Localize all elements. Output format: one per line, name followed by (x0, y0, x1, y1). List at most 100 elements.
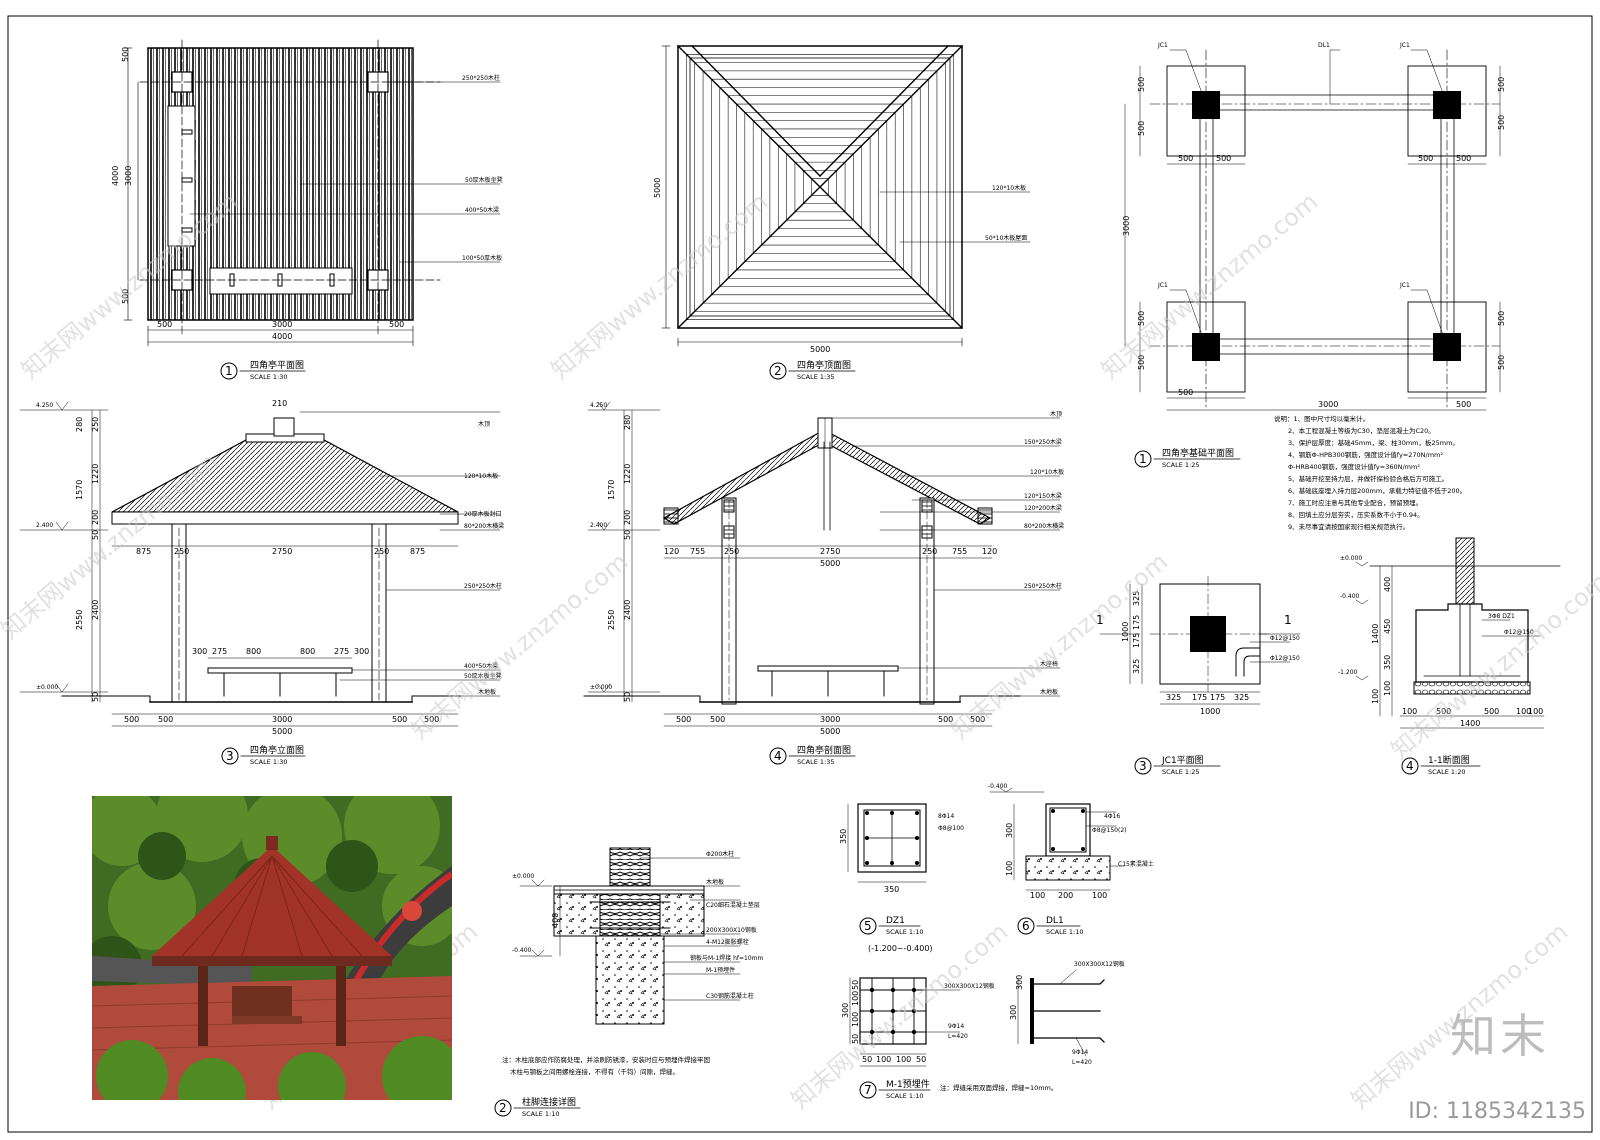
elev-dim-3: 1570 (75, 480, 84, 500)
plan-title: 四角亭平面图 (250, 359, 304, 371)
fnd-dim-8: 500 (1497, 355, 1506, 370)
foundation-plan-drawing: JC1 DL1 JC1 JC1 JC1 500 500 500 500 3000… (1122, 42, 1506, 469)
fnd-dim-4: 3000 (1122, 216, 1131, 236)
image-id-label: ID: 1185342135 (1408, 1099, 1586, 1124)
plan-callout-2: 400*50木梁 (465, 206, 499, 214)
m1-dim-6: 100 (876, 1055, 891, 1064)
jc1-dim-3: 175 (1132, 633, 1141, 648)
sec-dim-8: 120 (664, 547, 679, 556)
sec-dim-14: 120 (982, 547, 997, 556)
notes-line-0: 2、本工程混凝土等级为C30，垫层混凝土为C20。 (1288, 426, 1435, 435)
sec-dim-16: 500 (676, 715, 691, 724)
sec-dim-9: 755 (690, 547, 705, 556)
elev-dim-12: 2750 (272, 547, 292, 556)
s11-dim-6: 100 (1402, 707, 1417, 716)
dz1-detail: 350 350 8Φ14 Φ8@100 5 DZ1 SCALE 1:10 (-1… (839, 803, 964, 953)
elev-dim-5: 200 (91, 510, 100, 525)
elev-scale: SCALE 1:30 (250, 758, 288, 766)
sec-dim-4: 50 (623, 530, 632, 540)
elev-dim-22: 500 (158, 715, 173, 724)
m1-scale: SCALE 1:10 (886, 1092, 924, 1100)
fnd-dim-1: 500 (1137, 121, 1146, 136)
dz1-title: DZ1 (886, 916, 905, 926)
ft-callout-7: C30钢筋混凝土柱 (706, 992, 754, 1000)
elev-dim-10: 875 (136, 547, 151, 556)
sec-callout-2: 120*10木板 (1030, 468, 1064, 476)
ft-title: 柱脚连接详图 (522, 1096, 576, 1108)
fnd-dim-13: 3000 (1318, 400, 1338, 409)
m1-dim-3: 100 (851, 1012, 860, 1027)
s11-dim-7: 500 (1436, 707, 1451, 716)
s11-level-0: ±0.000 (1340, 555, 1362, 562)
sec-dim-13: 755 (952, 547, 967, 556)
dz1-dim-1: 350 (884, 885, 899, 894)
brand-logo: 知末 (1450, 1009, 1550, 1063)
jc1-rebar-0: Φ12@150 (1270, 635, 1300, 642)
column-footing-detail: ±0.000 -0.400 400 Φ200木柱 木地板 C20细石混凝土垫层 … (494, 847, 763, 1118)
dl1-level: -0.400 (988, 783, 1008, 790)
elev-dim-7: 2550 (75, 610, 84, 630)
roof-scale: SCALE 1:35 (797, 373, 835, 381)
m1-title: M-1预埋件 (886, 1078, 930, 1090)
roof-callout-0: 120*10木板 (992, 184, 1026, 192)
sec-dim-15: 5000 (820, 559, 840, 568)
elev-dim-11: 250 (174, 547, 189, 556)
dz1-dim-0: 350 (839, 829, 848, 844)
elev-dim-23: 3000 (272, 715, 292, 724)
s11-dim-0: 400 (1383, 577, 1392, 592)
m1-embedded-part-detail: 300 50 100 100 50 50 100 100 50 300 300 … (841, 960, 1125, 1100)
s11-rebar-0: 3Φ8 DZ1 (1488, 613, 1515, 620)
sec-level-2: ±0.000 (590, 684, 612, 691)
plan-callout-3: 100*50厚木板 (462, 254, 502, 262)
m1-num: 7 (864, 1083, 872, 1097)
dz1-range: (-1.200~-0.400) (868, 944, 933, 953)
elev-dim-1: 250 (91, 417, 100, 432)
m1-dim-10: 300 (1009, 1005, 1018, 1020)
dl1-dim-3: 200 (1058, 891, 1073, 900)
sec-dim-11: 2750 (820, 547, 840, 556)
sec-dim-6: 2400 (623, 600, 632, 620)
ft-callout-5: 钢板与M-1焊接 hf=10mm (690, 954, 763, 962)
elev-dim-24: 500 (392, 715, 407, 724)
s11-dim-10: 100 (1528, 707, 1543, 716)
jc1-mark-0: 1 (1096, 613, 1104, 627)
m1-dim-0: 300 (841, 1003, 850, 1018)
elev-callout-6: 50厚木板坐凳 (464, 672, 502, 680)
ft-callout-0: Φ200木柱 (706, 850, 734, 858)
sec-dim-10: 250 (724, 547, 739, 556)
m1-callout-1: 9Φ14 (948, 1023, 964, 1030)
sec-level-0: 4.250 (590, 402, 607, 409)
sec-dim-21: 5000 (820, 727, 840, 736)
notes-line-4: 5、基础开挖至持力层，并做钎探检验合格后方可施工。 (1288, 474, 1448, 483)
fnd-dim-6: 500 (1497, 77, 1506, 92)
elev-dim-13: 250 (374, 547, 389, 556)
m1-callout-3: 300X300X12钢板 (1074, 960, 1125, 968)
s11-dim-4: 100 (1383, 681, 1392, 696)
s11-level-2: -1.200 (1338, 669, 1358, 676)
sec-dim-19: 500 (938, 715, 953, 724)
m1-dim-5: 50 (862, 1055, 872, 1064)
fnd-dim-3: 500 (1137, 355, 1146, 370)
dl1-dim-4: 100 (1092, 891, 1107, 900)
plan-dim-500b: 500 (121, 289, 130, 304)
ft-scale: SCALE 1:10 (522, 1110, 560, 1118)
fnd-dim-10: 500 (1216, 154, 1231, 163)
jc1-dim-4: 325 (1132, 659, 1141, 674)
m1-dim-2: 100 (851, 991, 860, 1006)
ft-callout-3: 200X300X10钢板 (706, 926, 757, 934)
elev-dim-21: 500 (124, 715, 139, 724)
fnd-tag-4: JC1 (1399, 282, 1410, 289)
elev-level-2: ±0.000 (36, 684, 58, 691)
ft-dim-0: 400 (551, 913, 560, 928)
sec-dim-1: 1570 (607, 480, 616, 500)
fnd-dim-2: 500 (1137, 311, 1146, 326)
fnd-title: 四角亭基础平面图 (1162, 447, 1234, 459)
sec-callout-3: 120*150木梁 (1024, 492, 1062, 500)
m1-callout-4: 9Φ14 (1072, 1049, 1088, 1056)
s11-num: 4 (1406, 759, 1414, 773)
elevation-drawing: 4.250 2.400 ±0.000 210 250 280 1570 1220… (19, 399, 504, 766)
elev-title: 四角亭立面图 (250, 744, 304, 756)
elev-dim-2: 280 (75, 417, 84, 432)
s11-scale: SCALE 1:20 (1428, 768, 1466, 776)
elev-callout-7: 木地板 (478, 688, 496, 696)
